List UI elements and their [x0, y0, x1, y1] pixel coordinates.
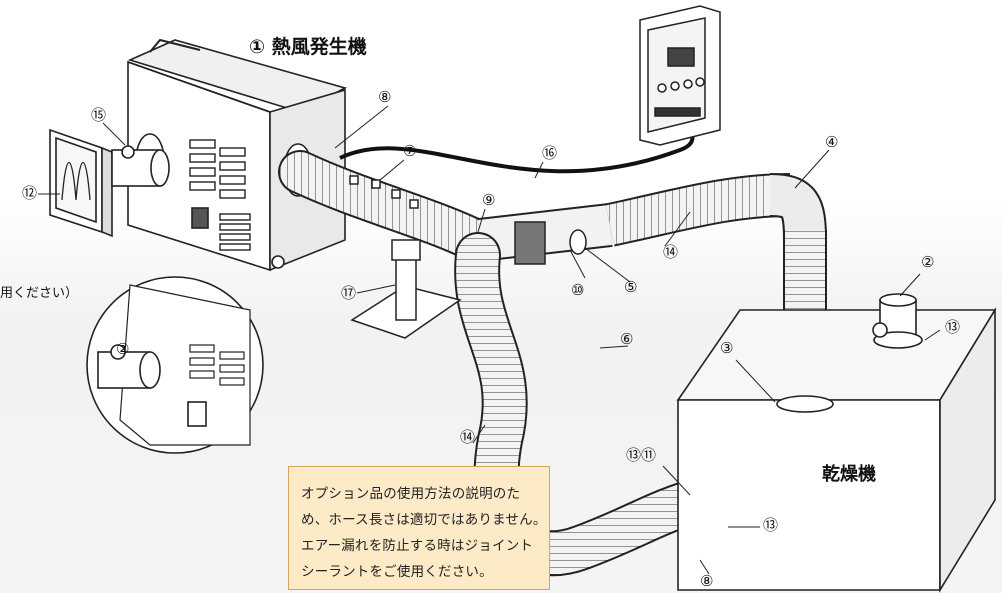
callout-8-top: ⑧ — [378, 88, 392, 106]
control-panel — [639, 5, 721, 146]
callout-4: ④ — [825, 133, 839, 151]
note-line-3: エアー漏れを防止する時はジョイント — [301, 538, 534, 554]
callout-3: ③ — [720, 339, 734, 357]
callout-8-bottom: ⑧ — [700, 572, 714, 590]
callout-6: ⑥ — [620, 330, 634, 348]
callout-13-11: ⑬⑪ — [626, 446, 657, 464]
generator-title: ① 熱風発生機 — [249, 36, 367, 58]
note-line-2: め、ホース長さは適切ではありません。 — [301, 512, 547, 528]
cut-off-text: 用ください） — [0, 286, 79, 301]
callout-10: ⑩ — [571, 281, 585, 299]
note-box: オプション品の使用方法の説明のた め、ホース長さは適切ではありません。 エアー漏… — [288, 466, 550, 590]
callout-13-top: ⑬ — [945, 318, 961, 336]
callout-5: ⑤ — [624, 278, 638, 296]
power-cable — [339, 128, 695, 174]
dryer-label: 乾燥機 — [822, 464, 876, 485]
note-line-4: シーラントをご使用ください。 — [301, 564, 493, 580]
callout-17: ⑰ — [341, 284, 357, 302]
callout-14-upper: ⑭ — [663, 243, 679, 261]
dryer-box — [676, 293, 997, 593]
intake-filter — [49, 128, 170, 238]
inset-detail — [86, 276, 264, 454]
hose-stand — [350, 239, 462, 339]
callout-7: ⑦ — [403, 142, 417, 160]
callout-13-side: ⑬ — [763, 516, 779, 534]
callout-2-inset: ② — [116, 340, 130, 358]
callout-2-dryer: ② — [921, 253, 935, 271]
callout-15: ⑮ — [91, 106, 107, 124]
callout-9: ⑨ — [482, 191, 496, 209]
callout-12: ⑫ — [22, 184, 38, 202]
hose-main — [278, 150, 492, 260]
note-line-1: オプション品の使用方法の説明のた — [301, 486, 521, 502]
callout-14-lower: ⑭ — [460, 428, 476, 446]
callout-16: ⑯ — [542, 144, 558, 162]
leader-lines — [38, 105, 941, 575]
